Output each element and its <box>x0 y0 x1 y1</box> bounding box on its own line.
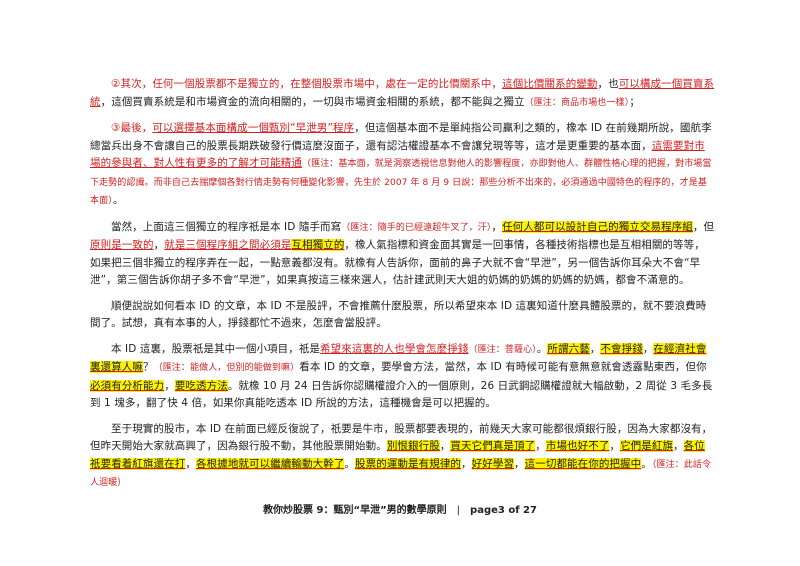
text-run: 。 <box>641 457 652 470</box>
underlined-text: 原則是一致的 <box>90 239 154 251</box>
text-run: ， <box>589 342 601 355</box>
highlighted-text: 所謂六藝 <box>547 342 590 355</box>
text-run: ， <box>491 220 503 233</box>
page-number: page3 of 27 <box>470 505 537 516</box>
paragraph-third-point: ③最後，可以選擇基本面構成一個甄別“早泄男”程序，但這個基本面不是單純指公司贏利… <box>90 120 715 211</box>
text-run: ？ <box>143 361 154 373</box>
text-run: ， <box>185 457 197 470</box>
text-run: ， <box>514 457 525 470</box>
paragraph-independent-programs: 當然，上面這三個獨立的程序祇是本 ID 隨手而寫（匯注：隨手的已經遠超牛叉了，汗… <box>90 219 715 290</box>
editor-note: （匯注：隨手的已經遠超牛叉了，汗） <box>341 222 492 233</box>
text-run: ， <box>535 440 546 452</box>
text-run: 看本 ID 的文章，要學會方法，當然，本 ID 有時候可能有意無意就會透露點東西… <box>299 361 707 373</box>
text-run: ，橡人氣指標和資金面其實是一回事情，各種技術指標也是互相相關的等等，如果把三個非… <box>90 239 705 286</box>
text-run: 順便說說如何看本 ID 的文章，本 ID 不是股評，不會推薦什麼股票，所以希望來… <box>90 299 707 330</box>
underlined-text: 這需要對市場的參與者、對人性有更多的了解才可能精通 <box>90 139 705 170</box>
highlighted-text: 好好學習 <box>471 457 515 470</box>
highlighted-text: 要吃透方法 <box>174 379 228 392</box>
highlighted-text: 市場也好不了 <box>545 440 610 452</box>
paragraph-how-to-read: 順便說說如何看本 ID 的文章，本 ID 不是股評，不會推薦什麼股票，所以希望來… <box>90 298 715 333</box>
underlined-text: 這個比價關系的變動 <box>502 78 598 90</box>
highlighted-text: 各根據地就可以繼續輸動大幹了 <box>196 457 345 470</box>
paragraph-learn-money: 本 ID 這裏，股票祇是其中一個小項目，祇是希望來這裏的人也學會怎麼掙錢（匯注：… <box>90 341 715 413</box>
text-run: ，這個買賣系統是和市場資金的流向相關的，一切與市場資金相關的系統，都不能與之獨立 <box>100 95 525 108</box>
text-run: ， <box>673 440 684 452</box>
highlighted-text: 這一切都能在你的把握中 <box>524 457 642 470</box>
highlighted-text: 互相獨立的 <box>291 239 345 251</box>
editor-note: （匯注：商品市場也一樣） <box>524 97 630 108</box>
highlighted-text: 不會掙錢 <box>600 342 643 355</box>
document-body: ②其次，任何一個股票都不是獨立的，在整個股票市場中，處在一定的比價關系中，這個比… <box>90 76 715 501</box>
paragraph-second-point: ②其次，任何一個股票都不是獨立的，在整個股票市場中，處在一定的比價關系中，這個比… <box>90 76 715 112</box>
highlighted-text: 買天它們真是頂了 <box>450 440 536 452</box>
text-run: 當然，上面這三個獨立的程序祇是本 ID 隨手而寫 <box>111 220 342 233</box>
editor-note: （匯注：能做人，但別的能做到嘛） <box>153 363 300 373</box>
text-run: 本 ID 這裏，股票祇是其中一個小項目，祇是 <box>111 342 321 355</box>
editor-note: （匯注：基本面，就是洞察透視信息對他人的影響程度，亦即對他人、群體性格心理的把握… <box>90 159 712 206</box>
highlighted-text: 別恨銀行股 <box>386 440 440 452</box>
highlighted-text: 它們是紅旗 <box>620 440 674 452</box>
underlined-text: 就是三個程序組之間必須是 <box>164 239 292 251</box>
highlighted-text: 必須有分析能力 <box>90 379 165 392</box>
text-run: ， <box>461 457 472 470</box>
text-run: ，也 <box>597 78 619 90</box>
text-run: 。 <box>112 194 124 206</box>
text-run: ， <box>642 342 654 355</box>
editor-note: （匯注：此話令人迴暖） <box>90 459 712 489</box>
highlighted-text: 任何人都可以設計自己的獨立交易程序組 <box>502 220 693 233</box>
underlined-text: 可以構成一個買賣系統 <box>90 78 715 108</box>
text-run: ； <box>629 95 640 108</box>
text-run: ，但 <box>692 220 715 233</box>
underlined-text: 可以選擇基本面構成一個甄別“早泄男”程序 <box>152 122 355 134</box>
text-run: 。就橡 10 月 24 日告訴你認購權證介入的一個原則，26 日武鋼認購權證就大… <box>90 379 713 410</box>
text-run: 至于現實的股市，本 ID 在前面已經反復說了，祇要是牛市，股票都要表現的，前幾天… <box>90 422 713 453</box>
text-run: 。 <box>536 342 548 355</box>
underlined-text: 希望來這裏的人也學會怎麼掙錢 <box>320 342 469 355</box>
highlighted-text: 股票的運動是有規律的 <box>355 457 462 470</box>
text-run: ， <box>164 379 175 392</box>
text-run: ，但這個基本面不是單純指公司贏利之類的，橡本 ID 在前幾期所說，國航李總當兵出… <box>90 122 712 152</box>
footer-separator: | <box>456 505 461 516</box>
text-run: ， <box>609 440 621 452</box>
text-run: ， <box>153 239 165 251</box>
footer-title: 教你炒股票 9：甄別“早泄”男的數學原則 <box>263 505 447 516</box>
text-run: ②其次，任何一個股票都不是獨立的，在整個股票市場中，處在一定的比價關系中， <box>111 78 503 90</box>
text-run: 。 <box>344 457 356 470</box>
text-run: ③最後， <box>111 122 153 134</box>
paragraph-current-market: 至于現實的股市，本 ID 在前面已經反復說了，祇要是牛市，股票都要表現的，前幾天… <box>90 421 715 493</box>
text-run: ， <box>439 440 451 452</box>
editor-note: （匯注：菩薩心） <box>468 344 537 355</box>
page-footer: 教你炒股票 9：甄別“早泄”男的數學原則 | page3 of 27 <box>0 501 800 516</box>
